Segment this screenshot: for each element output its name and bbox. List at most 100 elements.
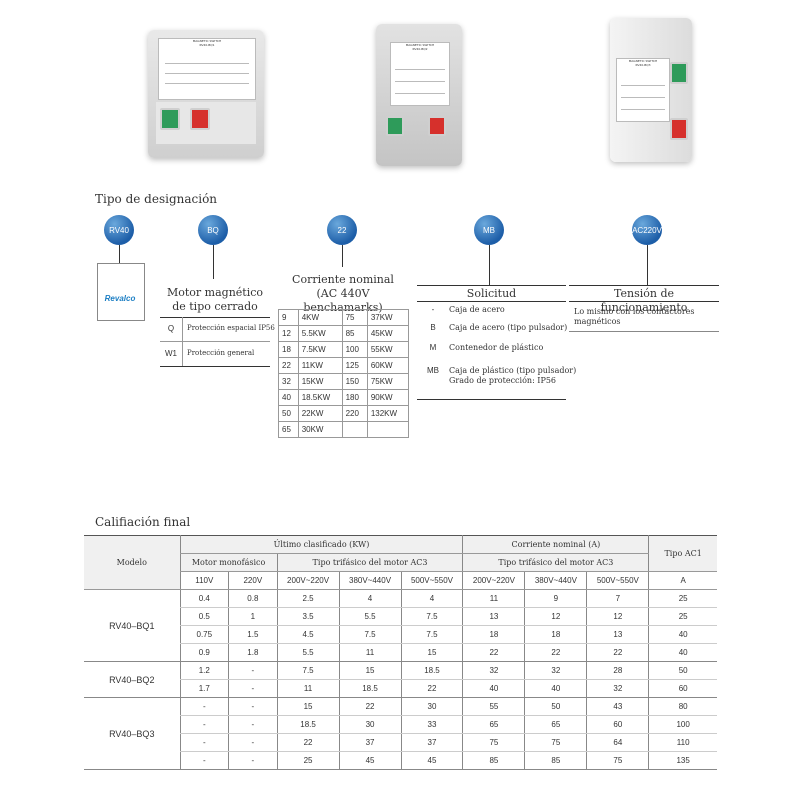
value-cell: 55 — [462, 697, 525, 716]
sub-header-cell: A — [648, 571, 717, 590]
current-cell: 5.5KW — [297, 325, 343, 342]
value-cell: 18.5 — [338, 679, 401, 698]
current-cell: 11KW — [297, 357, 343, 374]
value-cell: 28 — [586, 661, 649, 680]
current-cell: 32 — [278, 373, 299, 390]
code-mb-badge: MB — [474, 215, 504, 245]
value-cell: 40 — [648, 643, 717, 662]
col-ac1-header: Tipo AC1 — [648, 535, 717, 572]
current-cell: 65 — [278, 421, 299, 438]
value-cell: 50 — [648, 661, 717, 680]
motor-key-q: Q — [167, 324, 175, 333]
product-image-1: MAGNETIC SWITCH RV40-BQ1 — [148, 30, 264, 158]
value-cell: 12 — [586, 607, 649, 626]
solicitud-value-line1: Caja de acero — [449, 305, 505, 314]
current-cell: 9 — [278, 309, 299, 326]
current-cell: 90KW — [366, 389, 410, 406]
col-current-header: Corriente nominal (A) — [462, 535, 649, 554]
value-cell: - — [179, 733, 229, 752]
value-cell: 2.5 — [276, 589, 340, 608]
value-cell: 75 — [524, 733, 587, 752]
motor-val-w1: Protección general — [187, 349, 255, 357]
value-cell: 22 — [524, 643, 587, 662]
motor-val-q: Protección espacial IP56 — [187, 324, 275, 332]
solicitud-key: MB — [427, 366, 439, 375]
value-cell: 18.5 — [276, 715, 340, 734]
code-bq-badge: BQ — [198, 215, 228, 245]
col-rated-header: Último clasificado (KW) — [179, 535, 463, 554]
solicitud-value: Caja de acero (tipo pulsador) — [449, 323, 567, 333]
sub-header-cell: 220V — [228, 571, 278, 590]
value-cell: 7 — [586, 589, 649, 608]
current-title-line1: Corriente nominal — [292, 273, 394, 286]
current-cell: 75KW — [366, 373, 410, 390]
final-rating-table: Modelo Último clasificado (KW) Corriente… — [84, 535, 717, 770]
value-cell: 7.5 — [338, 625, 401, 644]
col-mono-header: Motor monofásico — [179, 553, 278, 572]
value-cell: 43 — [586, 697, 649, 716]
value-cell: 22 — [276, 733, 340, 752]
value-cell: 11 — [276, 679, 340, 698]
solicitud-key: B — [430, 323, 436, 332]
current-cell: 18.5KW — [297, 389, 343, 406]
final-title: Califiación final — [95, 515, 191, 529]
start-button-icon — [160, 108, 180, 130]
value-cell: 60 — [648, 679, 717, 698]
value-cell: 65 — [462, 715, 525, 734]
current-cell — [341, 421, 368, 438]
value-cell: 37 — [400, 733, 463, 752]
solicitud-row: B Caja de acero (tipo pulsador) — [417, 323, 567, 333]
current-cell: 125 — [341, 357, 368, 374]
current-cell: 100 — [341, 341, 368, 358]
value-cell: 3.5 — [276, 607, 340, 626]
sub-header-cell: 500V~550V — [400, 571, 463, 590]
value-cell: 0.75 — [179, 625, 229, 644]
value-cell: 85 — [462, 751, 525, 770]
solicitud-value: Caja de acero — [449, 305, 505, 315]
nameplate-title: MAGNETIC SWITCH — [192, 39, 222, 43]
nameplate-title: MAGNETIC SWITCH — [405, 43, 435, 47]
current-cell: 40 — [278, 389, 299, 406]
value-cell: 40 — [524, 679, 587, 698]
motor-title-line1: Motor magnético — [166, 286, 264, 299]
value-cell: 0.9 — [179, 643, 229, 662]
value-cell: 100 — [648, 715, 717, 734]
value-cell: 1 — [228, 607, 278, 626]
value-cell: 22 — [586, 643, 649, 662]
value-cell: 135 — [648, 751, 717, 770]
value-cell: 50 — [524, 697, 587, 716]
value-cell: 1.2 — [179, 661, 229, 680]
col-tri2-header: Tipo trifásico del motor AC3 — [462, 553, 649, 572]
sub-header-cell: 110V — [179, 571, 229, 590]
value-cell: - — [179, 751, 229, 770]
current-cell: 37KW — [366, 309, 410, 326]
value-cell: 4.5 — [276, 625, 340, 644]
product-image-2: MAGNETIC SWITCH RV40-BQ2 — [376, 24, 462, 166]
value-cell: 22 — [462, 643, 525, 662]
solicitud-row: -Caja de acero — [417, 305, 505, 315]
nameplate-title: MAGNETIC SWITCH — [628, 59, 658, 63]
value-cell: - — [228, 733, 278, 752]
nameplate: MAGNETIC SWITCH RV40-BQ1 — [158, 38, 256, 100]
value-cell: 75 — [586, 751, 649, 770]
col-model-header: Modelo — [84, 535, 181, 590]
current-cell — [366, 421, 410, 438]
value-cell: 60 — [586, 715, 649, 734]
motor-key-w1: W1 — [165, 349, 177, 358]
solicitud-value: Caja de plástico (tipo pulsador)Grado de… — [449, 366, 576, 386]
value-cell: 12 — [524, 607, 587, 626]
stop-button-icon — [670, 118, 688, 140]
code-ac220v-badge: AC220V — [632, 215, 662, 245]
